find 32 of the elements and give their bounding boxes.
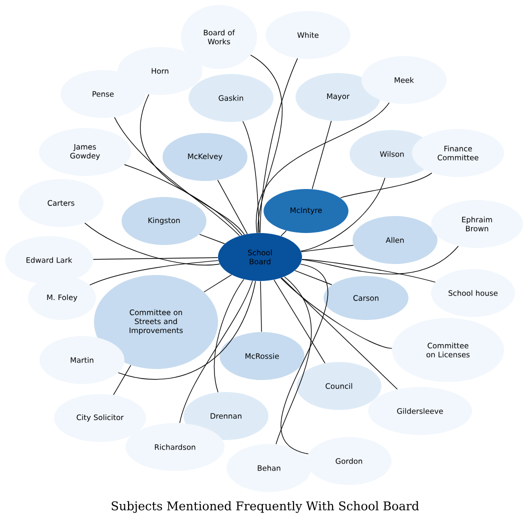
connector-line — [280, 230, 287, 236]
connector-line — [340, 172, 432, 198]
connector-line — [204, 274, 232, 292]
connector-line — [256, 102, 390, 234]
connector-line — [280, 264, 328, 454]
connector-line — [302, 259, 436, 283]
connector-line — [280, 278, 392, 349]
connector-line — [276, 276, 312, 444]
connector-line — [217, 180, 248, 234]
diagram-title: Subjects Mentioned Frequently With School Board — [112, 501, 419, 513]
connector-line — [300, 244, 354, 252]
connector-line — [84, 222, 220, 266]
connector-line — [89, 260, 219, 286]
connector-line — [113, 364, 132, 396]
connector-line — [118, 280, 256, 380]
connector-line — [274, 279, 326, 364]
connector-line — [214, 279, 244, 393]
connector-line — [92, 257, 218, 260]
connector-line — [140, 94, 245, 235]
connector-line — [250, 54, 283, 234]
connector-line — [302, 246, 459, 274]
connector-line — [179, 280, 253, 424]
connector-line — [312, 120, 332, 190]
connector-line — [199, 234, 226, 244]
connector-line — [242, 120, 260, 234]
connector-line — [114, 116, 240, 236]
connector-line — [124, 164, 242, 236]
connector-line — [294, 270, 332, 286]
connector-line — [281, 277, 398, 390]
connector-line — [260, 58, 298, 234]
connector-line — [260, 280, 262, 332]
connector-line — [300, 178, 386, 252]
